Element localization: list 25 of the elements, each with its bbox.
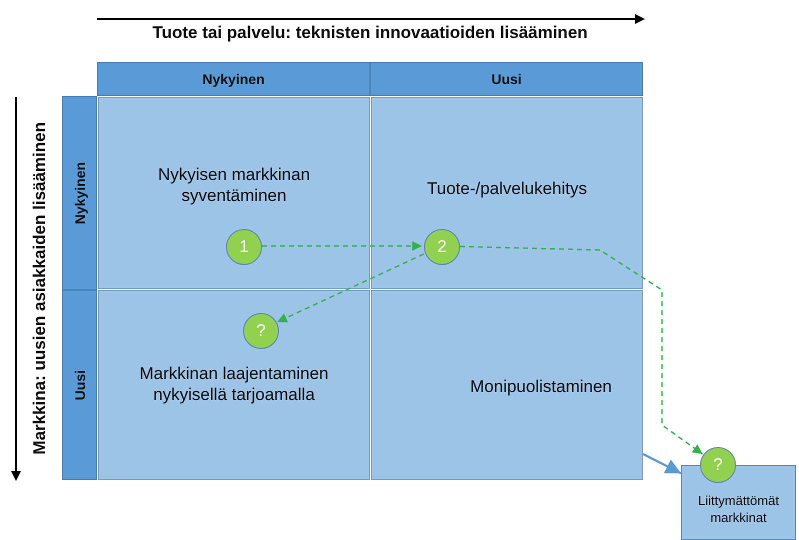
column-header: Nykyinen [97,62,370,96]
cell-text: Monipuolistaminen [469,376,613,397]
cell-text: Nykyisen markkinan syventäminen [156,164,312,206]
matrix-cell [98,97,370,289]
row-header-text: Nykyinen [72,162,88,224]
step-circle: ? [243,313,279,349]
step-circle: 1 [226,229,262,265]
arrow [276,253,424,323]
row-header-text: Uusi [72,370,88,400]
cell-text: Markkinan laajentaminen nykyisellä tarjoamalla [138,363,330,405]
axis-label: Markkina: uusien asiakkaiden lisääminen [30,122,50,454]
column-header: Uusi [370,62,643,96]
box-text: Liittymättömät markkinat [697,492,780,526]
arrow [262,241,422,251]
axis-label: Tuote tai palvelu: teknisten innovaatioiden lisääminen [152,23,588,43]
row-header [62,290,97,480]
row-header [62,96,97,290]
step-circle: ? [700,447,736,483]
step-circle: 2 [424,229,460,265]
matrix-cell [98,290,370,480]
matrix-cell [371,290,643,480]
cell-text: Tuote-/palvelukehitys [426,178,588,199]
arrow [642,453,682,474]
arrow [460,246,703,455]
matrix-cell [371,97,643,289]
